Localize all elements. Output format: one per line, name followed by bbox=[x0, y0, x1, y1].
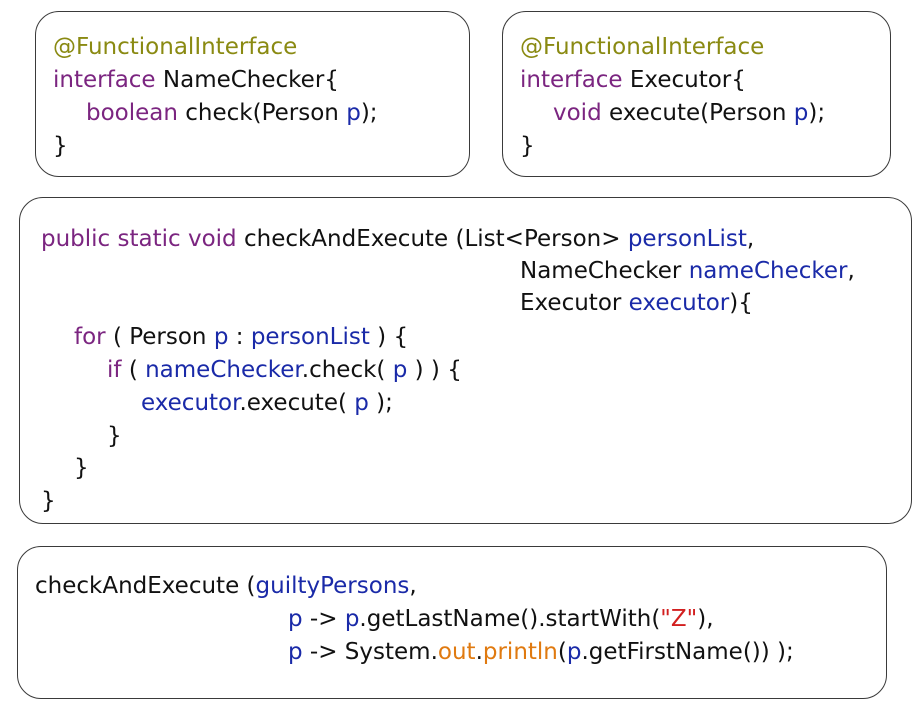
code-token: , bbox=[847, 258, 855, 284]
method-call-with-lambdas-line: p -> System.out.println(p.getFirstName()… bbox=[288, 636, 794, 669]
code-token: for bbox=[74, 324, 113, 350]
code-token: Executor{ bbox=[629, 67, 746, 93]
code-token: .execute( bbox=[239, 390, 355, 416]
executor-box bbox=[502, 11, 891, 177]
code-token: -> bbox=[302, 606, 345, 632]
check-and-execute-method-line: if ( nameChecker.check( p ) ) { bbox=[107, 354, 462, 387]
code-token: "Z" bbox=[660, 606, 698, 632]
code-token: NameChecker{ bbox=[162, 67, 339, 93]
method-call-with-lambdas-line: checkAndExecute (guiltyPersons, bbox=[35, 570, 417, 603]
code-token: println bbox=[482, 639, 558, 665]
code-token: } bbox=[107, 423, 122, 449]
code-token: checkAndExecute ( bbox=[35, 573, 256, 599]
code-token: p bbox=[346, 100, 361, 126]
code-token: p bbox=[392, 357, 408, 383]
code-token: ){ bbox=[729, 290, 753, 316]
code-token: out bbox=[437, 639, 476, 665]
check-and-execute-method-line: } bbox=[41, 485, 56, 518]
code-token: nameChecker bbox=[688, 258, 848, 284]
code-token: check(Person bbox=[185, 100, 347, 126]
code-token: .getFirstName()) ); bbox=[581, 639, 794, 665]
check-and-execute-method-line: } bbox=[74, 452, 89, 485]
code-token: } bbox=[74, 455, 89, 481]
code-token: p bbox=[354, 390, 369, 416]
code-token: ); bbox=[808, 100, 826, 126]
check-and-execute-method-line: public static void checkAndExecute (List… bbox=[41, 223, 754, 256]
code-token: } bbox=[53, 133, 68, 159]
code-token: nameChecker bbox=[145, 357, 302, 383]
code-token: ) ) { bbox=[407, 357, 462, 383]
code-token: personList bbox=[250, 324, 370, 350]
code-token: : bbox=[228, 324, 251, 350]
code-token: ); bbox=[360, 100, 378, 126]
call-box bbox=[17, 546, 887, 699]
code-token: p bbox=[566, 639, 582, 665]
code-token: -> System. bbox=[302, 639, 438, 665]
code-token: p bbox=[288, 639, 303, 665]
code-token: execute(Person bbox=[608, 100, 794, 126]
code-token: personList bbox=[627, 226, 747, 252]
name-checker-interface-line: @FunctionalInterface bbox=[53, 31, 297, 64]
check-and-execute-method-line: executor.execute( p ); bbox=[141, 387, 393, 420]
code-token: p bbox=[793, 100, 809, 126]
code-token: ( bbox=[557, 639, 567, 665]
code-token: interface bbox=[53, 67, 163, 93]
method-box bbox=[19, 197, 912, 524]
code-token: p bbox=[213, 324, 229, 350]
code-token: ), bbox=[697, 606, 714, 632]
method-call-with-lambdas-line: p -> p.getLastName().startWith("Z"), bbox=[288, 603, 714, 636]
code-token: ); bbox=[368, 390, 393, 416]
code-token: checkAndExecute (List<Person> bbox=[243, 226, 628, 252]
code-token: . bbox=[475, 639, 483, 665]
executor-interface-line: void execute(Person p); bbox=[553, 97, 825, 130]
name-checker-interface-line: } bbox=[53, 130, 68, 163]
check-and-execute-method-line: NameChecker nameChecker, bbox=[520, 255, 855, 288]
code-token: .getLastName().startWith( bbox=[359, 606, 661, 632]
code-token: executor bbox=[628, 290, 730, 316]
code-token: p bbox=[288, 606, 303, 632]
code-token: ( Person bbox=[112, 324, 214, 350]
code-token: if bbox=[107, 357, 129, 383]
code-token: } bbox=[41, 488, 56, 514]
code-token: } bbox=[520, 133, 535, 159]
code-token: @FunctionalInterface bbox=[520, 34, 765, 60]
code-token: @FunctionalInterface bbox=[53, 34, 298, 60]
code-token: , bbox=[409, 573, 417, 599]
code-token: Executor bbox=[520, 290, 629, 316]
code-token: .check( bbox=[301, 357, 393, 383]
check-and-execute-method-line: } bbox=[107, 420, 122, 453]
code-token: p bbox=[344, 606, 360, 632]
code-token: guiltyPersons bbox=[255, 573, 410, 599]
name-checker-interface-line: interface NameChecker{ bbox=[53, 64, 339, 97]
code-token: NameChecker bbox=[520, 258, 689, 284]
code-token: executor bbox=[141, 390, 240, 416]
check-and-execute-method-line: for ( Person p : personList ) { bbox=[74, 321, 408, 354]
name-checker-interface-line: boolean check(Person p); bbox=[86, 97, 378, 130]
code-token: , bbox=[746, 226, 755, 252]
code-token: ( bbox=[128, 357, 146, 383]
name-checker-box bbox=[35, 11, 470, 177]
executor-interface-line: } bbox=[520, 130, 535, 163]
code-token: boolean bbox=[86, 100, 186, 126]
code-token: public static void bbox=[41, 226, 244, 252]
executor-interface-line: @FunctionalInterface bbox=[520, 31, 764, 64]
executor-interface-line: interface Executor{ bbox=[520, 64, 746, 97]
code-token: ) { bbox=[369, 324, 409, 350]
code-token: interface bbox=[520, 67, 630, 93]
check-and-execute-method-line: Executor executor){ bbox=[520, 287, 753, 320]
code-token: void bbox=[553, 100, 609, 126]
